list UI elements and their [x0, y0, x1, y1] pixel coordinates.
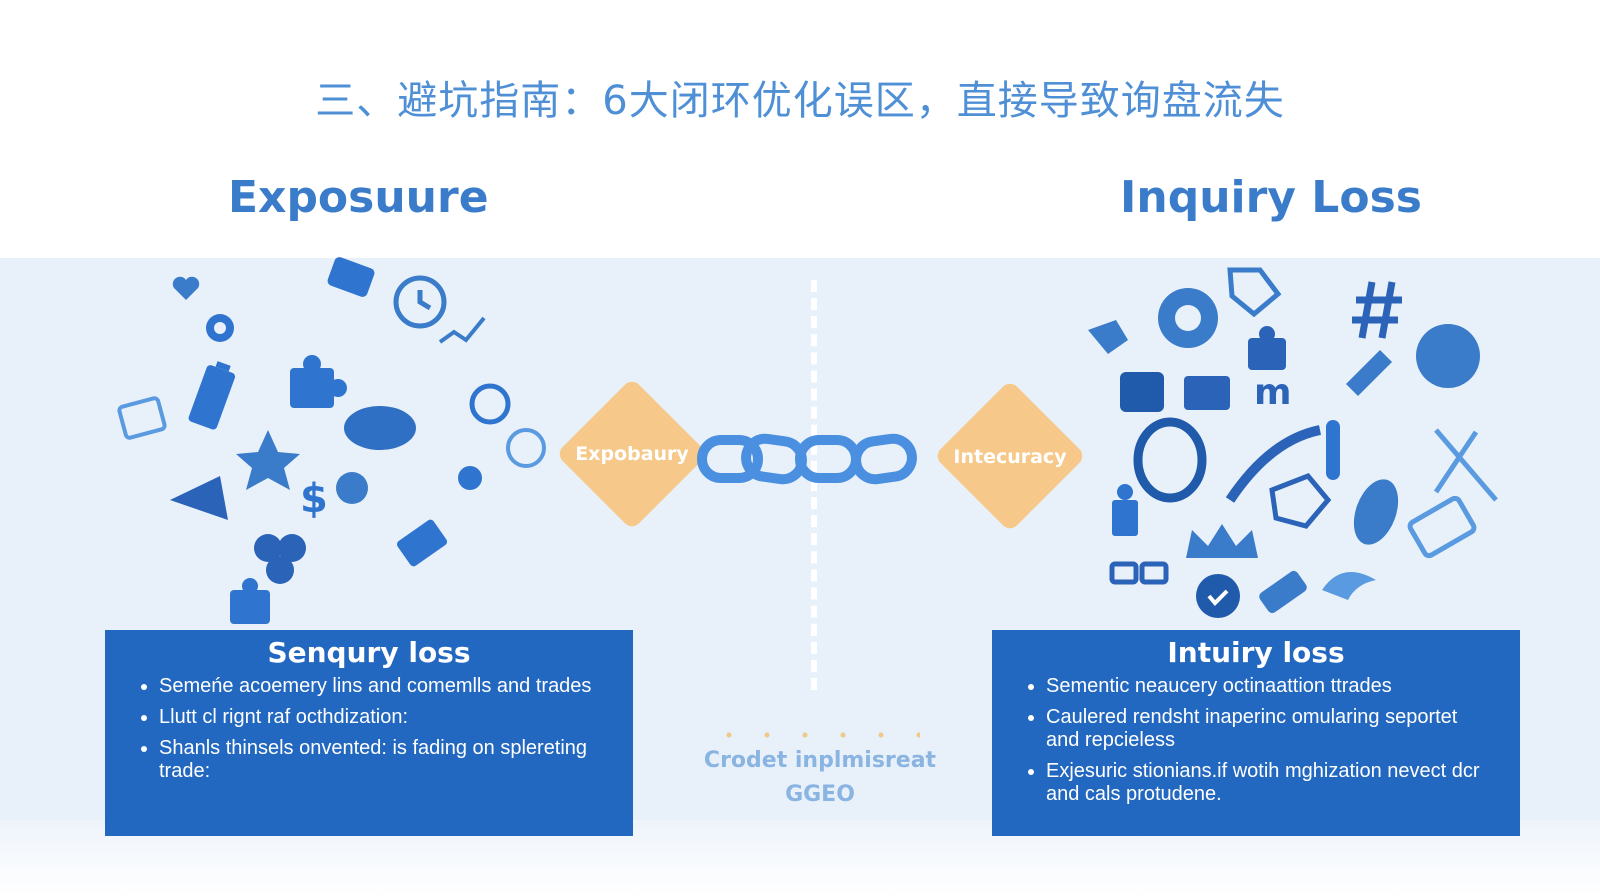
ticket-icon — [1259, 570, 1307, 614]
chart-line-icon — [438, 316, 486, 344]
pen-icon — [1346, 350, 1392, 396]
crown-icon — [1186, 524, 1258, 558]
glasses-icon — [1109, 561, 1169, 585]
tablet-icon — [1407, 495, 1477, 559]
robot-icon — [1120, 372, 1164, 412]
letter-m-icon: m — [1254, 372, 1292, 413]
left-panel-title: Senqury loss — [267, 636, 471, 669]
cassette-icon — [1184, 376, 1230, 410]
list-item: Caulered rendsht inaperinc omularing sep… — [1046, 706, 1494, 752]
battery-icon — [188, 361, 236, 430]
hashtag-icon — [1352, 281, 1402, 339]
faucet-icon — [1112, 484, 1138, 536]
page-title: 三、避坑指南：6大闭环优化误区，直接导致询盘流失 — [315, 78, 1285, 124]
search-icon — [469, 383, 511, 425]
dot-icon — [458, 466, 482, 490]
tools-icon — [1433, 428, 1498, 502]
list-item: Exjesuric stionians.if wotih mghization … — [1046, 760, 1494, 806]
chain-link — [795, 435, 861, 483]
center-caption: Crodet inplmisreat — [703, 748, 937, 773]
dotted-line — [710, 732, 920, 738]
left-panel-list: Semeńe acoemery lins and comemlls and tr… — [131, 675, 607, 783]
gear-icon — [206, 314, 234, 342]
megaphone-icon — [170, 476, 228, 520]
elephant-icon — [344, 406, 416, 450]
checkmark-icon — [1196, 574, 1240, 618]
dot-icon — [336, 472, 368, 504]
list-item: Sementic neaucery octinaattion ttrades — [1046, 675, 1494, 698]
dollar-icon: $ — [300, 476, 328, 522]
list-item: Llutt cl rignt raf octhdization: — [159, 706, 607, 729]
compass-icon — [506, 428, 546, 468]
list-item: Shanls thinsels onvented: is fading on s… — [159, 737, 607, 783]
drone-icon — [1088, 320, 1128, 354]
heading-exposure: Exposuure — [228, 172, 489, 223]
right-info-panel: Intuiry loss Sementic neaucery octinaatt… — [992, 630, 1520, 836]
flower-icon — [254, 534, 306, 584]
rocket-icon — [1353, 479, 1399, 545]
lock-icon — [1133, 417, 1207, 503]
inaccuracy-diamond-label: Intecuracy — [953, 446, 1067, 468]
tag-icon — [1227, 267, 1282, 318]
right-panel-title: Intuiry loss — [1167, 636, 1345, 669]
heart-icon — [172, 276, 200, 300]
right-panel-list: Sementic neaucery octinaattion ttrades C… — [1018, 675, 1494, 806]
chain-link — [697, 435, 763, 483]
left-info-panel: Senqury loss Semeńe acoemery lins and co… — [105, 630, 633, 836]
camera-icon — [327, 257, 375, 297]
heading-inquiry-loss: Inquiry Loss — [1120, 172, 1422, 223]
exposure-diamond-label: Expobaury — [575, 443, 689, 465]
thermometer-icon — [1326, 420, 1340, 480]
clock-icon — [393, 275, 447, 329]
star-icon — [236, 430, 300, 490]
list-item: Semeńe acoemery lins and comemlls and tr… — [159, 675, 607, 698]
chain-link — [851, 433, 917, 485]
bird-icon — [1322, 572, 1376, 600]
gear-icon — [1158, 288, 1218, 348]
puzzle-icon — [230, 578, 270, 624]
card-icon — [396, 519, 448, 567]
photo-icon — [117, 396, 167, 440]
puzzle-icon — [1248, 326, 1286, 370]
puzzle-icon — [290, 355, 347, 408]
helmet-icon — [1416, 324, 1480, 388]
center-divider — [811, 280, 817, 690]
glove-icon — [1269, 473, 1332, 529]
center-subcaption: GGEO — [785, 782, 855, 807]
swirl-icon — [1225, 425, 1322, 503]
